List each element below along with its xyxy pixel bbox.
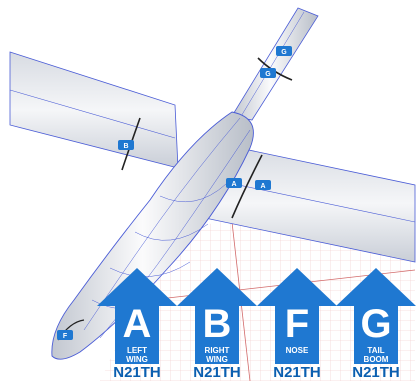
part-legend-tail-boom[interactable]: G TAIL BOOM N21TH bbox=[336, 268, 416, 381]
model-tag-wing-left[interactable]: B bbox=[118, 140, 134, 150]
up-arrow-icon bbox=[97, 268, 177, 364]
part-legend-left-wing[interactable]: A LEFT WING N21TH bbox=[97, 268, 177, 381]
up-arrow-icon bbox=[257, 268, 337, 364]
model-tag-wing-right-2[interactable]: A bbox=[255, 180, 271, 190]
tail-boom[interactable] bbox=[231, 7, 319, 121]
svg-text:G: G bbox=[281, 49, 287, 56]
model-tag-wing-right-1[interactable]: A bbox=[226, 178, 242, 188]
svg-text:B: B bbox=[123, 143, 128, 150]
part-description: NOSE bbox=[285, 346, 309, 355]
part-letter: A bbox=[122, 302, 152, 346]
svg-text:A: A bbox=[260, 183, 265, 190]
svg-text:A: A bbox=[231, 181, 236, 188]
part-legend-right-wing[interactable]: B RIGHT WING N21TH bbox=[177, 268, 257, 381]
part-description: RIGHT WING bbox=[204, 346, 230, 364]
part-letter: F bbox=[284, 302, 310, 346]
svg-text:F: F bbox=[63, 333, 68, 340]
aircraft-code: N21TH bbox=[352, 364, 400, 381]
up-arrow-icon bbox=[177, 268, 257, 364]
left-wing[interactable] bbox=[9, 51, 179, 171]
aircraft-code: N21TH bbox=[273, 364, 321, 381]
model-tag-tail-2[interactable]: G bbox=[260, 68, 276, 78]
up-arrow-icon bbox=[336, 268, 416, 364]
model-tag-nose[interactable]: F bbox=[57, 330, 73, 340]
part-description: TAIL BOOM bbox=[363, 346, 389, 364]
part-legend-nose[interactable]: F NOSE N21TH bbox=[257, 268, 337, 381]
svg-text:G: G bbox=[265, 71, 271, 78]
aircraft-code: N21TH bbox=[193, 364, 241, 381]
part-letter: G bbox=[360, 302, 392, 346]
part-letter: B bbox=[202, 302, 232, 346]
aircraft-code: N21TH bbox=[113, 364, 161, 381]
model-tag-tail-1[interactable]: G bbox=[276, 46, 292, 56]
part-description: LEFT WING bbox=[126, 346, 148, 364]
